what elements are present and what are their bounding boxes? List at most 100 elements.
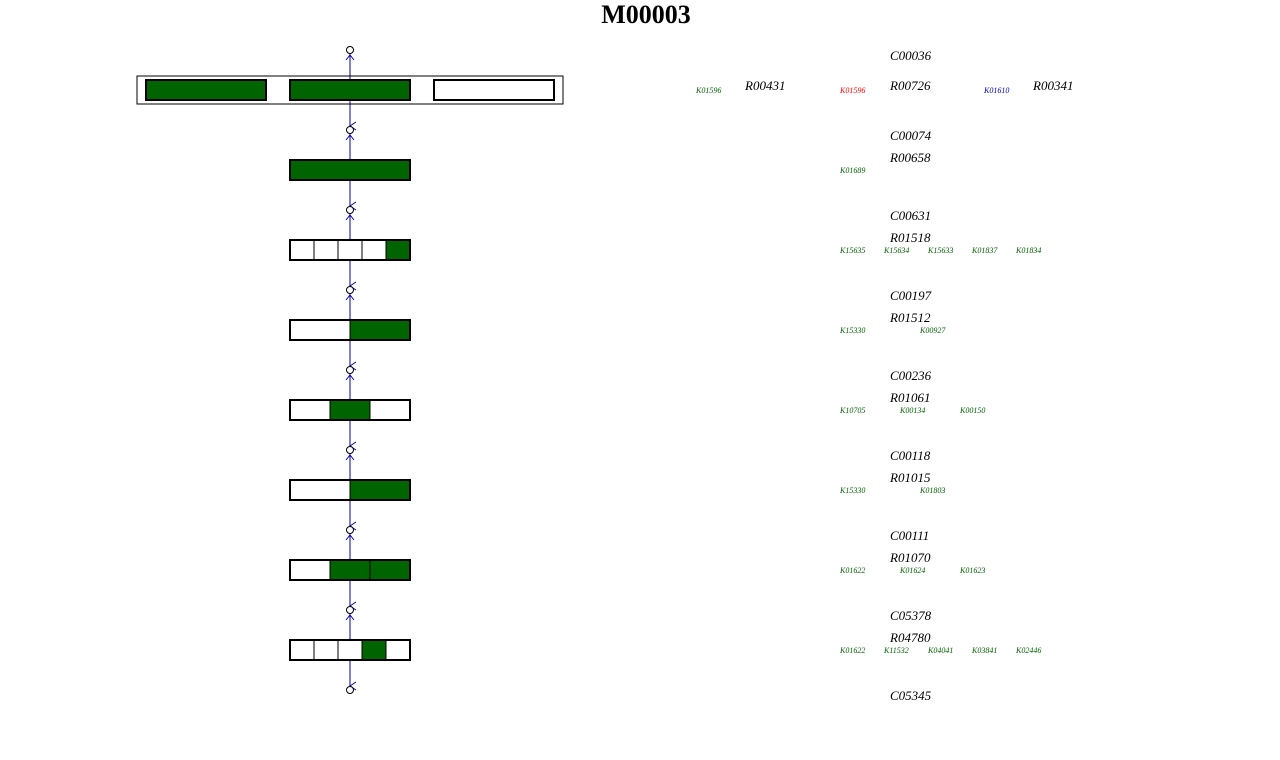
ko-cell-absent[interactable] xyxy=(361,239,387,261)
reaction-label: R01015 xyxy=(889,470,931,485)
ortholog-label[interactable]: K01803 xyxy=(919,486,945,495)
compound-node[interactable] xyxy=(346,686,354,694)
ko-cell-absent[interactable] xyxy=(289,479,351,501)
step-block[interactable] xyxy=(289,239,411,261)
compound-node[interactable] xyxy=(346,46,354,54)
ko-cell-absent[interactable] xyxy=(313,639,339,661)
ko-cell-absent[interactable] xyxy=(337,239,363,261)
compound-node[interactable] xyxy=(346,526,354,534)
step-block[interactable] xyxy=(145,79,267,101)
ko-cell-present[interactable] xyxy=(349,319,411,341)
ortholog-label[interactable]: K15634 xyxy=(883,246,909,255)
reaction-label: R04780 xyxy=(889,630,931,645)
compound-nodes xyxy=(346,46,354,694)
edge-tail xyxy=(345,134,355,141)
edge-tail xyxy=(345,454,355,461)
reaction-label: R01070 xyxy=(889,550,931,565)
compound-label: C00074 xyxy=(890,128,932,143)
ortholog-label[interactable]: K01596 xyxy=(839,86,865,95)
reaction-label: R00726 xyxy=(889,78,931,93)
step-blocks xyxy=(136,75,564,661)
compound-node[interactable] xyxy=(346,446,354,454)
edge-tail xyxy=(345,614,355,621)
ko-cell-present[interactable] xyxy=(145,79,267,101)
ortholog-label[interactable]: K01610 xyxy=(983,86,1009,95)
compound-label: C00036 xyxy=(890,48,932,63)
reaction-label: R00341 xyxy=(1032,78,1073,93)
edge-tail xyxy=(345,374,355,381)
ko-cell-absent[interactable] xyxy=(313,239,339,261)
ortholog-label[interactable]: K15330 xyxy=(839,326,865,335)
ortholog-label[interactable]: K02446 xyxy=(1015,646,1041,655)
step-block[interactable] xyxy=(289,319,411,341)
ortholog-label[interactable]: K11532 xyxy=(883,646,909,655)
ko-cell-absent[interactable] xyxy=(289,559,331,581)
ortholog-label[interactable]: K00134 xyxy=(899,406,925,415)
ortholog-label[interactable]: K01834 xyxy=(1015,246,1041,255)
ortholog-label[interactable]: K01596 xyxy=(695,86,721,95)
ko-cell-present[interactable] xyxy=(349,479,411,501)
step-block[interactable] xyxy=(433,79,555,101)
ko-cell-absent[interactable] xyxy=(289,239,315,261)
compound-label: C05345 xyxy=(890,688,932,703)
compound-label: C05378 xyxy=(890,608,932,623)
compound-label: C00631 xyxy=(890,208,931,223)
ko-cell-absent[interactable] xyxy=(289,319,351,341)
edge-tail xyxy=(345,294,355,301)
edge-tail xyxy=(345,534,355,541)
step-group-frame xyxy=(136,75,564,105)
step-block[interactable] xyxy=(289,399,411,421)
ortholog-label[interactable]: K03841 xyxy=(971,646,997,655)
ko-cell-absent[interactable] xyxy=(385,639,411,661)
reaction-label: R01518 xyxy=(889,230,931,245)
ortholog-label[interactable]: K15635 xyxy=(839,246,865,255)
reaction-label: R01512 xyxy=(889,310,931,325)
ortholog-label[interactable]: K10705 xyxy=(839,406,865,415)
pathway-labels: C00036C00074C00631C00197C00236C00118C001… xyxy=(695,48,1073,703)
compound-node[interactable] xyxy=(346,606,354,614)
ortholog-label[interactable]: K00150 xyxy=(959,406,985,415)
compound-label: C00236 xyxy=(890,368,932,383)
ortholog-label[interactable]: K00927 xyxy=(919,326,946,335)
ortholog-label[interactable]: K15633 xyxy=(927,246,953,255)
ortholog-label[interactable]: K01622 xyxy=(839,566,865,575)
compound-label: C00118 xyxy=(890,448,931,463)
ko-cell-present[interactable] xyxy=(289,159,411,181)
step-block[interactable] xyxy=(289,159,411,181)
ko-cell-absent[interactable] xyxy=(289,639,315,661)
ko-cell-absent[interactable] xyxy=(433,79,555,101)
ko-cell-present[interactable] xyxy=(385,239,411,261)
compound-node[interactable] xyxy=(346,286,354,294)
ko-cell-present[interactable] xyxy=(369,559,411,581)
reaction-label: R00658 xyxy=(889,150,931,165)
compound-label: C00111 xyxy=(890,528,929,543)
ortholog-label[interactable]: K15330 xyxy=(839,486,865,495)
compound-node[interactable] xyxy=(346,126,354,134)
ko-cell-absent[interactable] xyxy=(337,639,363,661)
ko-cell-present[interactable] xyxy=(361,639,387,661)
compound-node[interactable] xyxy=(346,206,354,214)
ortholog-label[interactable]: K04041 xyxy=(927,646,953,655)
ko-cell-absent[interactable] xyxy=(289,399,331,421)
edge-tail xyxy=(345,214,355,221)
reaction-label: R00431 xyxy=(744,78,785,93)
ortholog-label[interactable]: K01623 xyxy=(959,566,985,575)
ko-cell-present[interactable] xyxy=(289,79,411,101)
compound-label: C00197 xyxy=(890,288,932,303)
ortholog-label[interactable]: K01689 xyxy=(839,166,865,175)
step-block[interactable] xyxy=(289,479,411,501)
step-block[interactable] xyxy=(289,639,411,661)
page-title: M00003 xyxy=(601,0,691,29)
ko-cell-present[interactable] xyxy=(329,399,371,421)
ko-cell-absent[interactable] xyxy=(369,399,411,421)
edge-tail xyxy=(345,54,355,61)
compound-node[interactable] xyxy=(346,366,354,374)
ko-cell-present[interactable] xyxy=(329,559,371,581)
ortholog-label[interactable]: K01622 xyxy=(839,646,865,655)
ortholog-label[interactable]: K01624 xyxy=(899,566,925,575)
step-block[interactable] xyxy=(289,79,411,101)
step-block[interactable] xyxy=(289,559,411,581)
reaction-label: R01061 xyxy=(889,390,930,405)
ortholog-label[interactable]: K01837 xyxy=(971,246,998,255)
